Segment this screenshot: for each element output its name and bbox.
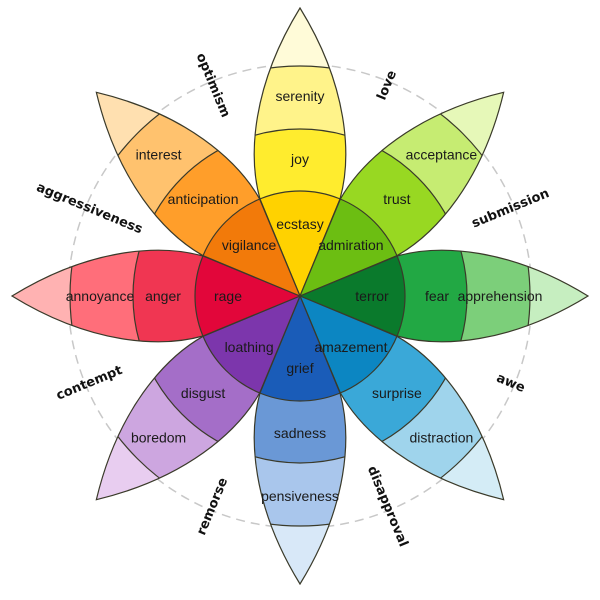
dyad-label-disapproval: disapproval (364, 464, 411, 549)
emotion-label-vigilance: vigilance (222, 237, 277, 253)
dyad-label-optimism: optimism (193, 51, 233, 120)
dyad-label-contempt: contempt (54, 363, 124, 404)
anticipation-petal (69, 65, 333, 329)
emotion-label-admiration: admiration (318, 237, 383, 253)
petal-band-inner (254, 296, 346, 402)
emotion-label-pensiveness: pensiveness (261, 488, 339, 504)
dyad-label-remorse: remorse (194, 476, 231, 538)
petal-outline (253, 294, 347, 586)
petal-band-middle (254, 128, 346, 296)
emotion-label-rage: rage (214, 288, 242, 304)
emotion-label-trust: trust (383, 191, 410, 207)
joy-petal (253, 6, 347, 298)
petal-band-inner (254, 190, 346, 296)
emotion-label-interest: interest (136, 147, 182, 163)
emotion-label-grief: grief (286, 360, 313, 376)
emotion-label-annoyance: annoyance (66, 288, 135, 304)
petal-outline (10, 249, 302, 343)
emotion-label-disgust: disgust (181, 385, 225, 401)
emotion-label-surprise: surprise (372, 385, 422, 401)
petal-band-inner (194, 250, 300, 342)
sadness-petal (253, 294, 347, 586)
petal-outline (95, 91, 302, 298)
emotion-label-terror: terror (355, 288, 389, 304)
petal-outline (298, 294, 505, 501)
petal-band-outer (254, 296, 346, 527)
emotion-label-joy: joy (290, 151, 309, 167)
emotion-label-anger: anger (145, 288, 181, 304)
anger-petal (10, 249, 302, 343)
petal-band-inner (300, 250, 406, 342)
dyad-label-submission: submission (470, 186, 552, 231)
petal-band-middle (254, 296, 346, 464)
petal-outline (298, 91, 505, 298)
petal-band-outer (300, 250, 531, 342)
petal-outline (298, 249, 590, 343)
petal-outline (95, 294, 302, 501)
petals-group (10, 6, 590, 586)
petal-band-middle (300, 250, 468, 342)
emotion-label-apprehension: apprehension (458, 288, 543, 304)
emotion-label-loathing: loathing (225, 339, 274, 355)
fear-petal (298, 249, 590, 343)
emotion-label-distraction: distraction (409, 429, 473, 445)
petal-band-outer (254, 65, 346, 296)
petal-band-outer (69, 250, 300, 342)
emotion-label-sadness: sadness (274, 425, 326, 441)
emotion-label-acceptance: acceptance (406, 147, 478, 163)
petal-band-middle (132, 250, 300, 342)
emotion-label-boredom: boredom (131, 429, 186, 445)
emotion-label-ecstasy: ecstasy (276, 216, 323, 232)
emotion-labels: serenity joy ecstasy acceptance trust admirat… (66, 88, 543, 504)
emotion-label-fear: fear (425, 288, 449, 304)
dyad-label-aggressiveness: aggressiveness (34, 180, 145, 237)
dyad-label-awe: awe (494, 371, 527, 396)
emotion-label-anticipation: anticipation (168, 191, 239, 207)
emotion-label-serenity: serenity (275, 88, 324, 104)
petal-outline (253, 6, 347, 298)
emotion-label-amazement: amazement (314, 339, 387, 355)
